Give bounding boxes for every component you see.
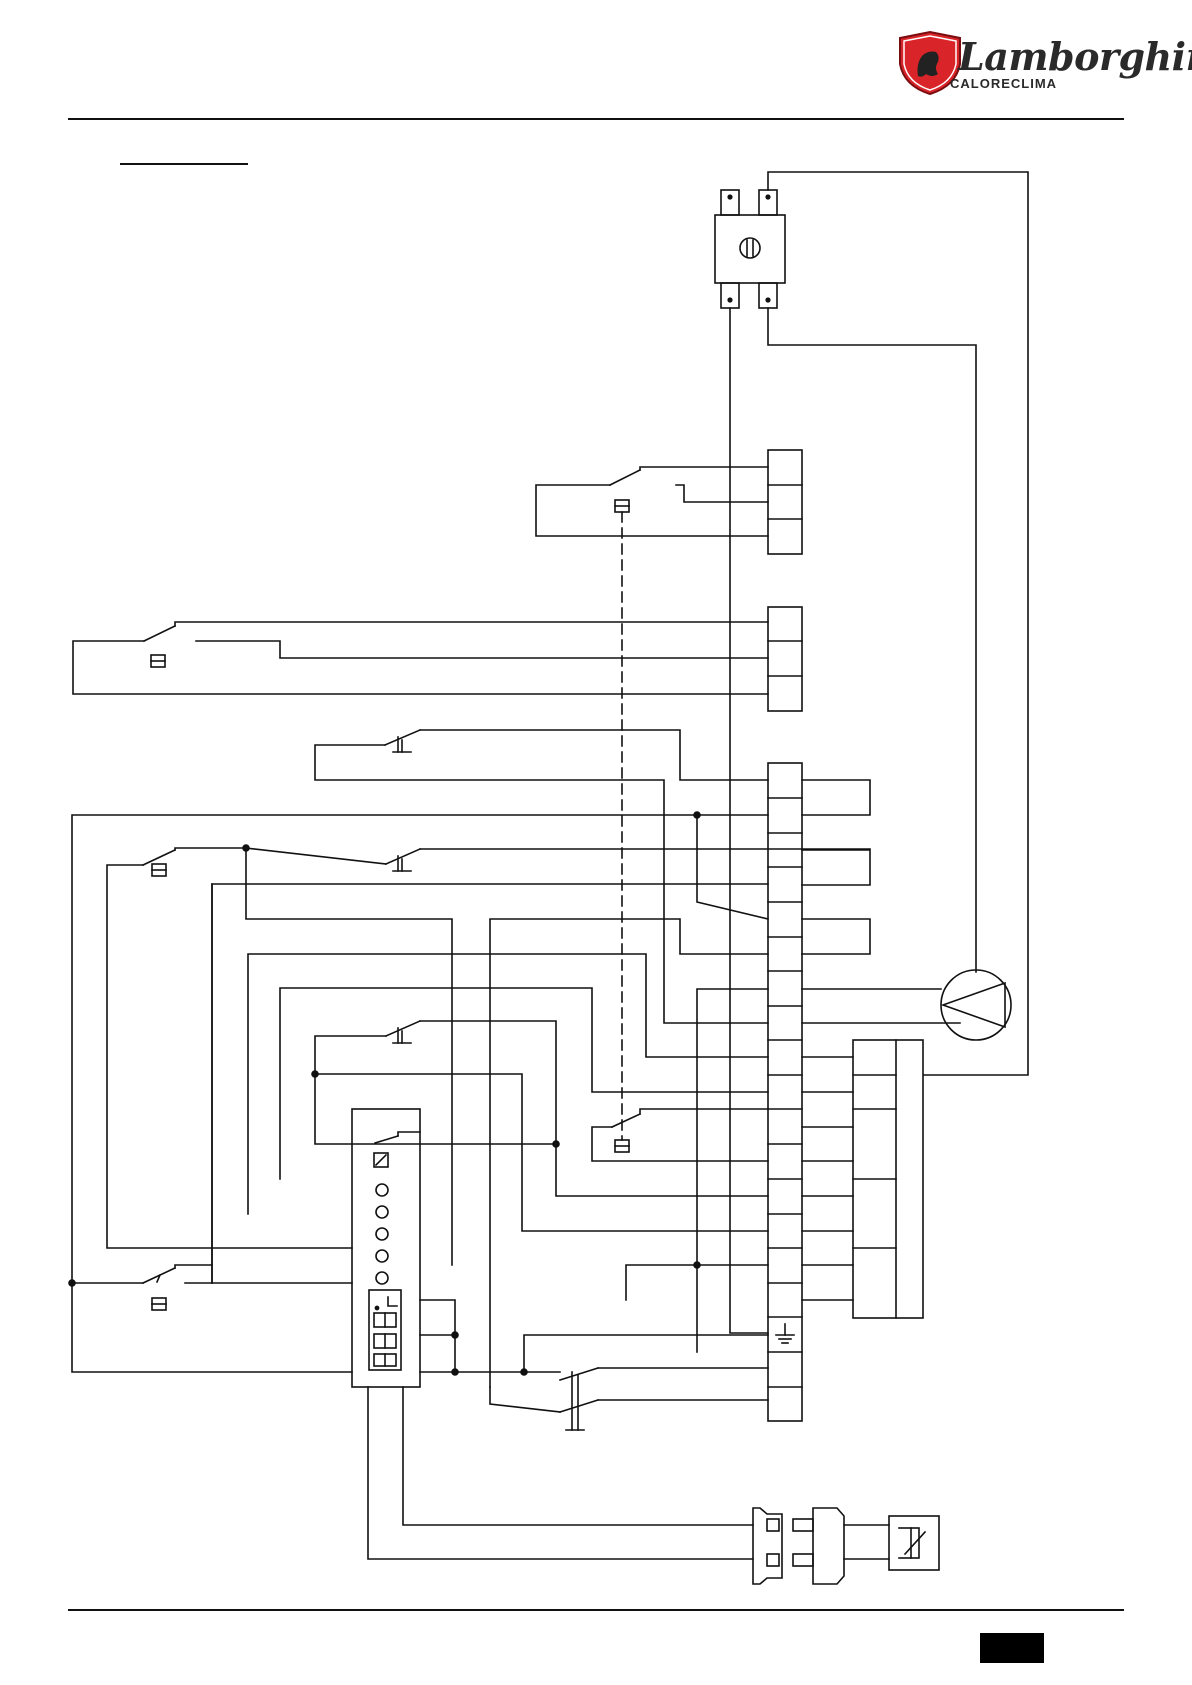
relay-switch-icon xyxy=(143,848,246,876)
page-number-tab xyxy=(980,1633,1044,1663)
control-board-icon xyxy=(352,1109,420,1387)
relay-switch-icon xyxy=(560,1368,768,1430)
terminal-block-icon xyxy=(768,607,802,711)
main-switch-icon xyxy=(715,190,785,308)
relay-switch-icon xyxy=(612,1109,768,1152)
terminal-block-icon xyxy=(768,450,802,554)
relay-switch-icon xyxy=(610,467,768,512)
earth-terminal-icon xyxy=(776,1324,794,1343)
relay-switch-icon xyxy=(144,622,768,667)
thermistor-sensor-icon xyxy=(889,1516,939,1570)
display-icon xyxy=(369,1290,401,1370)
pump-icon xyxy=(941,970,1011,1040)
terminal-block-icon xyxy=(853,1040,923,1318)
relay-switch-icon xyxy=(385,730,768,780)
relay-switch-icon xyxy=(143,1265,352,1310)
connector-icon xyxy=(753,1508,844,1584)
footer-rule xyxy=(68,1609,1124,1611)
terminal-block-icon xyxy=(768,763,802,1421)
